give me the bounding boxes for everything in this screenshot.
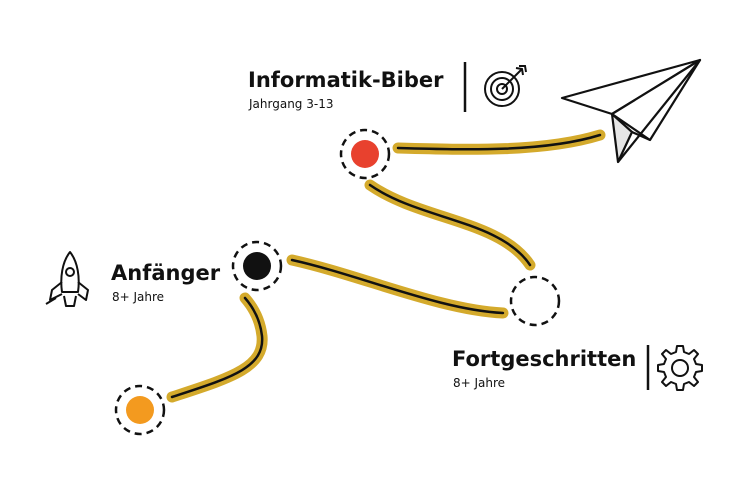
level-title: Informatik-Biber (248, 68, 444, 92)
target-icon (484, 65, 527, 107)
node-anfaenger-fill (243, 252, 271, 280)
node-fortgeschritten (509, 275, 561, 327)
level-informatik-biber: Informatik-Biber Jahrgang 3-13 (248, 62, 527, 112)
path-line-anfaenger-to-fortgeschritten (290, 258, 505, 315)
node-biber-fill (351, 140, 379, 168)
path-segment-fortgeschritten-to-biber (364, 179, 536, 271)
path-line-fortgeschritten-to-biber (368, 183, 532, 267)
paper-plane-icon (560, 58, 702, 164)
path-line-biber-to-plane (396, 133, 602, 151)
node-biber (339, 128, 391, 180)
node-start-fill (126, 396, 154, 424)
node-start (114, 384, 166, 436)
rocket-icon (45, 251, 89, 307)
path-segments (166, 129, 606, 403)
level-subtitle: 8+ Jahre (453, 376, 505, 390)
level-subtitle: Jahrgang 3-13 (248, 97, 333, 111)
path-line-start-to-anfaenger (170, 296, 264, 399)
level-fortgeschritten: Fortgeschritten 8+ Jahre (452, 345, 703, 391)
level-anfaenger: Anfänger 8+ Jahre (45, 251, 221, 307)
level-title: Anfänger (111, 261, 221, 285)
gear-icon (657, 345, 703, 391)
level-subtitle: 8+ Jahre (112, 290, 164, 304)
level-title: Fortgeschritten (452, 347, 636, 371)
node-anfaenger (231, 240, 283, 292)
